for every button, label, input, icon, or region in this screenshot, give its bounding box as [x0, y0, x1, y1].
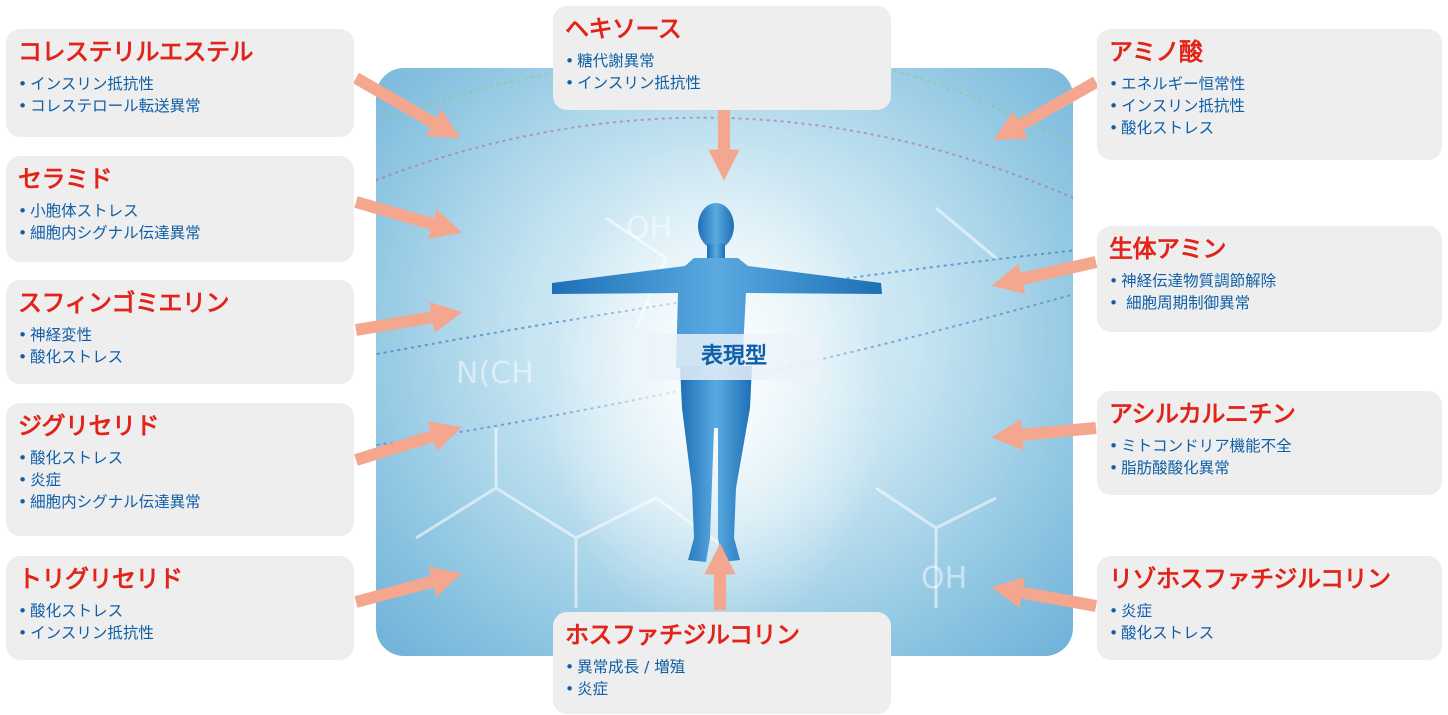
list-item: コレステロール転送異常 [18, 95, 342, 117]
card-list: 神経伝達物質調節解除 細胞周期制御異常 [1109, 270, 1430, 314]
card-triglyceride: トリグリセリド 酸化ストレス インスリン抵抗性 [6, 556, 354, 660]
molecular-background: N(CH OH OH [376, 68, 1073, 638]
card-title: ヘキソース [565, 15, 682, 43]
card-title: セラミド [18, 165, 113, 193]
card-list: インスリン抵抗性 コレステロール転送異常 [18, 73, 342, 117]
human-figure [552, 203, 882, 562]
list-item: 小胞体ストレス [18, 200, 342, 222]
card-biogenic-amine: 生体アミン 神経伝達物質調節解除 細胞周期制御異常 [1097, 226, 1442, 332]
list-item: 炎症 [18, 469, 342, 491]
card-title: ホスファチジルコリン [565, 621, 800, 649]
card-lysophosphatidylcholine: リゾホスファチジルコリン 炎症 酸化ストレス [1097, 556, 1442, 660]
list-item: インスリン抵抗性 [18, 73, 342, 95]
list-item: 酸化ストレス [1109, 117, 1430, 139]
list-item: 炎症 [565, 678, 879, 700]
card-list: 小胞体ストレス 細胞内シグナル伝達異常 [18, 200, 342, 244]
list-item: 酸化ストレス [18, 447, 342, 469]
card-list: 異常成長 / 増殖 炎症 [565, 656, 879, 700]
list-item: 神経変性 [18, 324, 342, 346]
card-list: ミトコンドリア機能不全 脂肪酸酸化異常 [1109, 435, 1430, 479]
card-ceramide: セラミド 小胞体ストレス 細胞内シグナル伝達異常 [6, 156, 354, 262]
card-title: トリグリセリド [18, 565, 183, 593]
card-title: リゾホスファチジルコリン [1109, 565, 1391, 593]
card-hexose: ヘキソース 糖代謝異常 インスリン抵抗性 [553, 6, 891, 110]
list-item: 酸化ストレス [1109, 622, 1430, 644]
list-item: 細胞内シグナル伝達異常 [18, 491, 342, 513]
list-item: エネルギー恒常性 [1109, 73, 1430, 95]
card-list: 神経変性 酸化ストレス [18, 324, 342, 368]
list-item: 異常成長 / 増殖 [565, 656, 879, 678]
card-list: 酸化ストレス 炎症 細胞内シグナル伝達異常 [18, 447, 342, 513]
card-title: アシルカルニチン [1109, 400, 1296, 428]
card-list: 糖代謝異常 インスリン抵抗性 [565, 50, 879, 94]
list-item: 脂肪酸酸化異常 [1109, 457, 1430, 479]
card-title: ジグリセリド [18, 412, 160, 440]
card-title: コレステリルエステル [18, 38, 254, 66]
card-list: エネルギー恒常性 インスリン抵抗性 酸化ストレス [1109, 73, 1430, 139]
svg-text:OH: OH [921, 561, 967, 596]
card-list: 酸化ストレス インスリン抵抗性 [18, 600, 342, 644]
card-title: スフィンゴミエリン [18, 289, 230, 317]
list-item: 糖代謝異常 [565, 50, 879, 72]
card-sphingomyelin: スフィンゴミエリン 神経変性 酸化ストレス [6, 280, 354, 384]
list-item: ミトコンドリア機能不全 [1109, 435, 1430, 457]
list-item: インスリン抵抗性 [565, 72, 879, 94]
list-item: 酸化ストレス [18, 600, 342, 622]
svg-text:N(CH: N(CH [456, 356, 534, 391]
card-title: アミノ酸 [1109, 38, 1203, 66]
list-item: 細胞周期制御異常 [1109, 292, 1430, 314]
phenotype-label: 表現型 [648, 334, 820, 380]
list-item: 神経伝達物質調節解除 [1109, 270, 1430, 292]
list-item: 酸化ストレス [18, 346, 342, 368]
card-amino-acid: アミノ酸 エネルギー恒常性 インスリン抵抗性 酸化ストレス [1097, 29, 1442, 160]
list-item: インスリン抵抗性 [1109, 95, 1430, 117]
card-title: 生体アミン [1109, 235, 1227, 263]
card-diglyceride: ジグリセリド 酸化ストレス 炎症 細胞内シグナル伝達異常 [6, 403, 354, 536]
list-item: 炎症 [1109, 600, 1430, 622]
list-item: インスリン抵抗性 [18, 622, 342, 644]
list-item: 細胞内シグナル伝達異常 [18, 222, 342, 244]
card-acylcarnitine: アシルカルニチン ミトコンドリア機能不全 脂肪酸酸化異常 [1097, 391, 1442, 495]
card-list: 炎症 酸化ストレス [1109, 600, 1430, 644]
card-phosphatidylcholine: ホスファチジルコリン 異常成長 / 増殖 炎症 [553, 612, 891, 714]
card-cholesteryl-ester: コレステリルエステル インスリン抵抗性 コレステロール転送異常 [6, 29, 354, 137]
